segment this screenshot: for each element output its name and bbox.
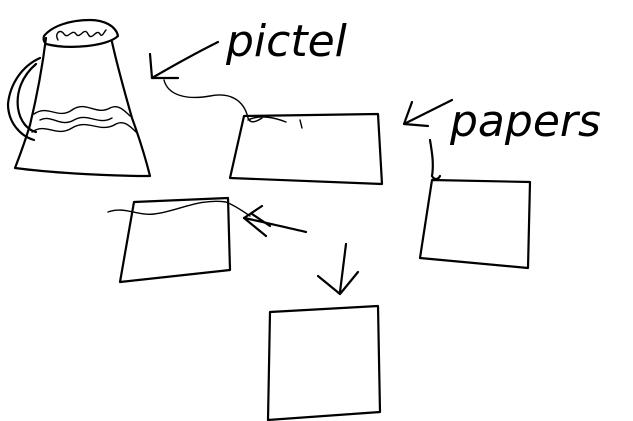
- paper-right-tick: [428, 138, 442, 181]
- paper-left-outline: [118, 196, 232, 284]
- pitcher-wave-bottom: [31, 122, 137, 133]
- paper-left-wave: [107, 200, 251, 217]
- pitcher-rim-squiggles: [55, 29, 107, 41]
- paper-left: [107, 196, 308, 284]
- arrow-down-shaft: [338, 242, 348, 294]
- paper-right-outline: [418, 178, 532, 270]
- arrow-from-papers: [402, 98, 454, 128]
- arrow-from-pictel: [148, 40, 220, 80]
- papers-label: papers: [449, 96, 601, 147]
- pitcher-handle: [6, 56, 42, 142]
- arrow-papers-head: [402, 100, 430, 128]
- arrow-pictel-shaft: [150, 40, 220, 80]
- pitcher-rim: [42, 18, 120, 48]
- arrow-papers-shaft: [402, 98, 454, 126]
- connector-curve: [163, 79, 263, 123]
- arrow-left-head: [242, 204, 272, 238]
- arrow-pictel-head: [148, 52, 180, 80]
- pictel-label: pictel: [225, 16, 348, 67]
- pitcher-wave-top: [33, 105, 131, 117]
- pitcher-wave-band: [39, 116, 113, 124]
- arrow-down-head: [316, 270, 360, 296]
- pitcher-drawing: [6, 18, 152, 178]
- paper-right: [418, 138, 532, 270]
- paper-top: [228, 112, 384, 186]
- paper-bottom: [266, 304, 382, 421]
- arrow-left-shaft: [242, 216, 308, 234]
- paper-top-mark: [247, 116, 303, 129]
- arrow-down: [316, 242, 360, 296]
- paper-top-outline: [228, 112, 384, 186]
- pitcher-body: [13, 36, 152, 178]
- paper-bottom-outline: [266, 304, 382, 421]
